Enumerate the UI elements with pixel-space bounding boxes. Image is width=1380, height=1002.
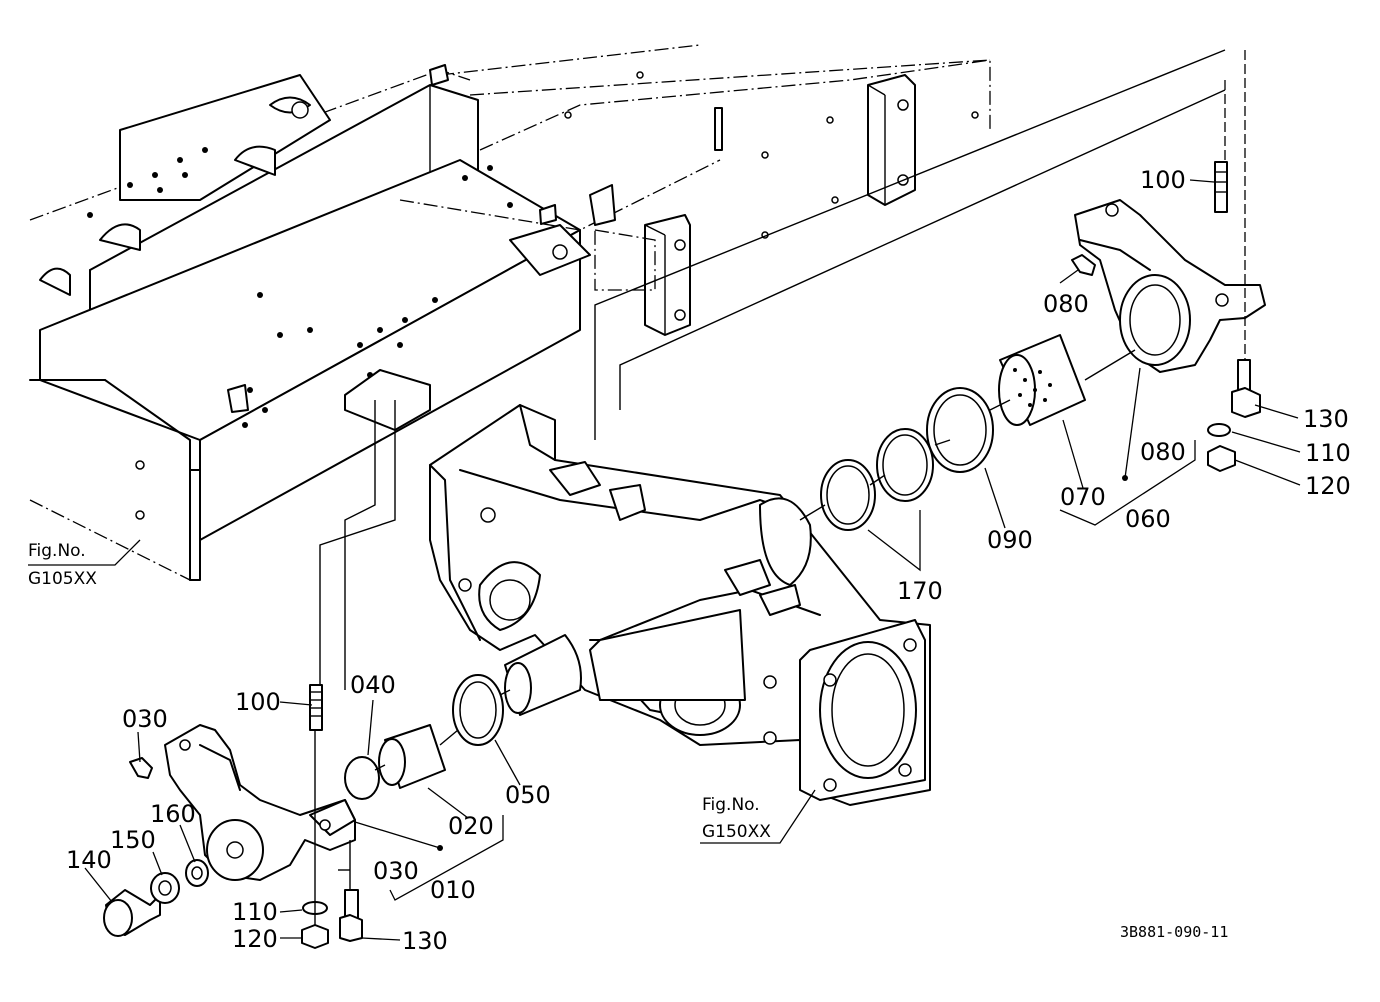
callout-labels: 100 080 130 110 120 080 070 060 090 170 … [66,166,1351,955]
bolt-140 [103,889,161,937]
callout-120-right: 120 [1305,472,1351,500]
leader-lines [28,179,1301,941]
collar-150 [150,872,180,904]
figure-reference-g105[interactable]: Fig.No. G105XX [28,541,97,589]
figure-ref-number: G150XX [702,822,771,842]
callout-150: 150 [110,826,156,854]
callout-100-right: 100 [1140,166,1186,194]
figure-ref-number: G105XX [28,569,97,589]
callout-050: 050 [505,781,551,809]
callout-030-top: 030 [122,705,168,733]
callout-120-left: 120 [232,925,278,953]
callout-100-left: 100 [235,688,281,716]
callout-060: 060 [1125,505,1171,533]
figure-ref-label: Fig.No. [702,795,760,815]
bush-070 [998,334,1086,426]
callout-040: 040 [350,671,396,699]
axle-housing [429,404,931,806]
seal-160 [185,859,209,887]
right-pivot-bracket [820,161,1266,531]
callout-090: 090 [987,526,1033,554]
callout-030-bracket: 030 [373,857,419,885]
figure-reference-g150[interactable]: Fig.No. G150XX [702,795,771,842]
callout-140: 140 [66,846,112,874]
callout-080-bracket: 080 [1140,438,1186,466]
callout-020: 020 [448,812,494,840]
left-pivot-bracket [103,674,504,949]
bush-020 [378,724,446,789]
callout-130-left: 130 [402,927,448,955]
callout-170: 170 [897,577,943,605]
assembly-centerlines [314,49,1246,925]
callout-070: 070 [1060,483,1106,511]
document-code: 3B881-090-11 [1120,923,1228,941]
callout-010: 010 [430,876,476,904]
callout-110-right: 110 [1305,439,1351,467]
figure-ref-label: Fig.No. [28,541,86,561]
callout-110-left: 110 [232,898,278,926]
callout-080-top: 080 [1043,290,1089,318]
callout-130-right: 130 [1303,405,1349,433]
callout-160: 160 [150,800,196,828]
frame-assembly [29,44,991,581]
